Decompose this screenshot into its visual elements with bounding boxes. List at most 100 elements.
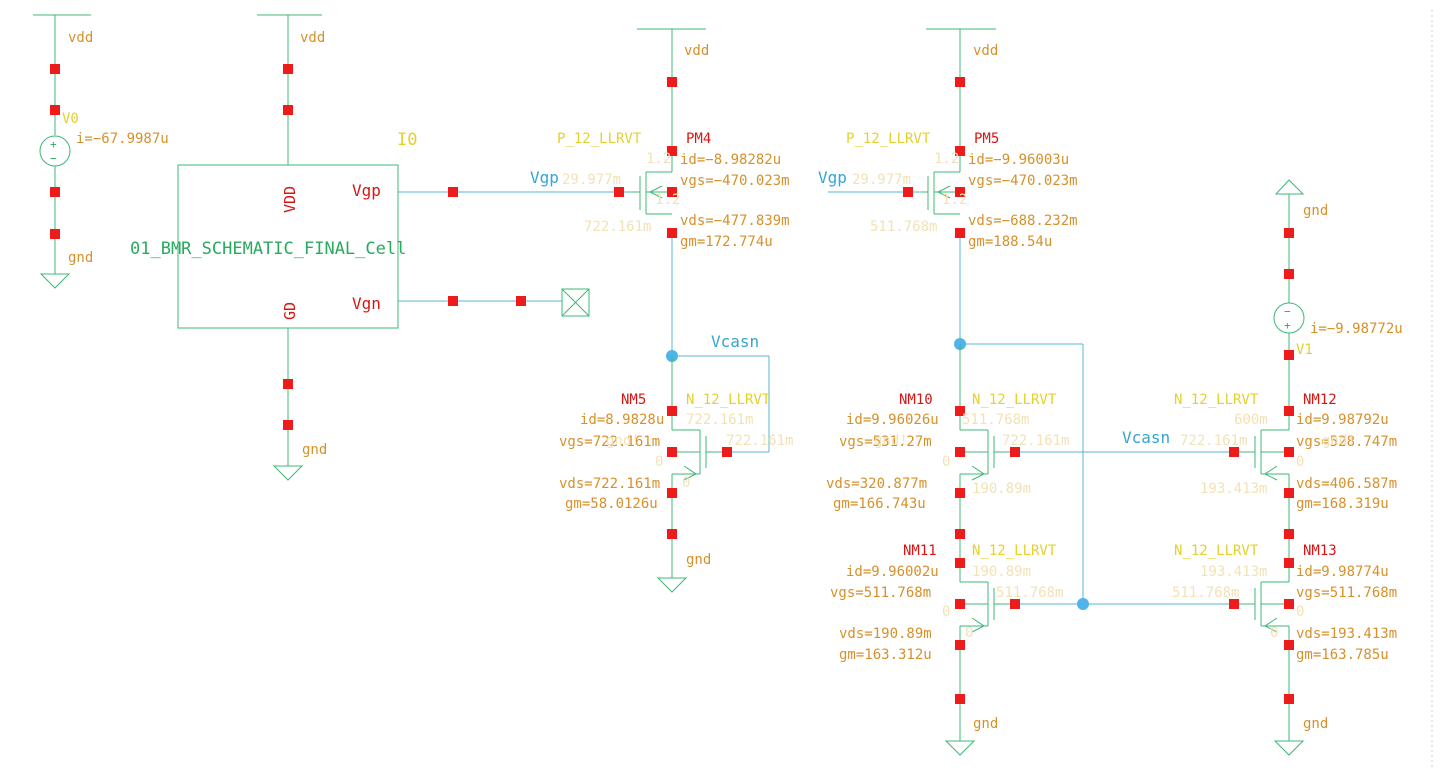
- nm10-ghost: 0: [942, 454, 950, 470]
- vcasn-net-left[interactable]: Vcasn: [666, 238, 770, 453]
- cell-pin[interactable]: [283, 64, 293, 74]
- nm10-vds: vds=320.877m: [826, 476, 927, 492]
- nm13-pin[interactable]: [1284, 558, 1294, 568]
- v0-pin[interactable]: [50, 64, 60, 74]
- vcasn-net-right[interactable]: Vcasn: [1020, 428, 1240, 453]
- v1-current: i=−9.98772u: [1310, 321, 1403, 337]
- cell-name: 01_BMR_SCHEMATIC_FINAL_Cell: [130, 239, 406, 259]
- nm13-device[interactable]: N_12_LLRVT NM13 id=9.98774u vgs=511.768m…: [1172, 543, 1397, 756]
- v1-pin[interactable]: [1284, 269, 1294, 279]
- pm4-vgs: vgs=−470.023m: [680, 173, 790, 189]
- junction-dot: [1077, 598, 1089, 610]
- nm12-vgs: vgs=528.747m: [1296, 434, 1397, 450]
- nm11-device[interactable]: NM11 N_12_LLRVT id=9.96002u vgs=511.768m…: [830, 543, 1063, 756]
- pm5-id: id=−9.96003u: [968, 152, 1069, 168]
- nm12-device[interactable]: N_12_LLRVT NM12 id=9.98792u vgs=528.747m…: [1174, 392, 1397, 582]
- pm5-pin[interactable]: [955, 187, 965, 197]
- nm11-pin[interactable]: [1010, 599, 1020, 609]
- nm12-vds: vds=406.587m: [1296, 476, 1397, 492]
- cell-instance[interactable]: vdd I0 01_BMR_SCHEMATIC_FINAL_Cell Vgp V…: [130, 14, 417, 481]
- vgp-wire[interactable]: Vgp: [398, 168, 630, 197]
- pm5-pin[interactable]: [955, 146, 965, 156]
- nm5-pin[interactable]: [667, 529, 677, 539]
- pm5-pin[interactable]: [903, 187, 913, 197]
- nm11-gnd-net: gnd: [973, 716, 998, 732]
- pm4-pin[interactable]: [667, 228, 677, 238]
- v0-source[interactable]: + − vdd V0 i=−67.9987u gnd: [33, 14, 169, 289]
- pm4-pin[interactable]: [667, 77, 677, 87]
- nm10-gm: gm=166.743u: [833, 496, 926, 512]
- nm12-pin[interactable]: [1229, 447, 1239, 457]
- pm5-model: P_12_LLRVT: [846, 131, 931, 147]
- wire-pin[interactable]: [448, 296, 458, 306]
- nm12-pin[interactable]: [1284, 447, 1294, 457]
- nm10-ghost: 511.768m: [962, 412, 1029, 428]
- net-label-vcasn-2: Vcasn: [1122, 428, 1170, 447]
- nm11-pin[interactable]: [955, 640, 965, 650]
- nm13-pin[interactable]: [1284, 640, 1294, 650]
- nm5-pin[interactable]: [667, 447, 677, 457]
- pm4-pin[interactable]: [614, 187, 624, 197]
- bias-net-lower[interactable]: [1020, 598, 1240, 610]
- pm5-ghost: 29.977m: [852, 172, 911, 188]
- vgn-noconn[interactable]: [398, 288, 590, 317]
- nm5-device[interactable]: NM5 N_12_LLRVT id=8.9828u vgs=722.161m v…: [559, 356, 793, 593]
- pm4-pin[interactable]: [667, 187, 677, 197]
- nm11-pin[interactable]: [955, 558, 965, 568]
- cell-pin[interactable]: [283, 379, 293, 389]
- pm4-device[interactable]: vdd P_12_LLRVT PM4 id=−8.98282u vgs=−470…: [557, 28, 790, 250]
- nm12-pin[interactable]: [1284, 406, 1294, 416]
- noconn-icon: [561, 288, 590, 317]
- nm12-pin[interactable]: [1284, 529, 1294, 539]
- nm10-pin[interactable]: [955, 406, 965, 416]
- nm5-name: NM5: [621, 392, 646, 408]
- wire-pin[interactable]: [516, 296, 526, 306]
- nm12-ghost: 722.161m: [1180, 433, 1247, 449]
- nm5-ghost: 0: [682, 475, 690, 491]
- nm13-vgs: vgs=511.768m: [1296, 585, 1397, 601]
- v0-pin[interactable]: [50, 229, 60, 239]
- nm13-pin[interactable]: [1284, 694, 1294, 704]
- nm12-pin[interactable]: [1284, 488, 1294, 498]
- nm13-pin[interactable]: [1229, 599, 1239, 609]
- nm10-ghost: 190.89m: [972, 481, 1031, 497]
- nm11-model: N_12_LLRVT: [972, 543, 1057, 559]
- v0-pin[interactable]: [50, 105, 60, 115]
- nm5-pin[interactable]: [667, 406, 677, 416]
- pm5-device[interactable]: Vgp vdd P_12_LLRVT PM5 id=−9.96003u vgs=…: [818, 28, 1078, 250]
- nm12-name: NM12: [1303, 392, 1337, 408]
- v1-name: V1: [1296, 342, 1313, 358]
- v0-pin[interactable]: [50, 187, 60, 197]
- nm5-pin[interactable]: [722, 447, 732, 457]
- nm11-ghost: 0: [965, 625, 973, 641]
- v0-bottom-net: gnd: [68, 250, 93, 266]
- nm13-name: NM13: [1303, 543, 1337, 559]
- nm13-pin[interactable]: [1284, 599, 1294, 609]
- nm10-model: N_12_LLRVT: [972, 392, 1057, 408]
- nm13-ghost: 193.413m: [1200, 564, 1267, 580]
- pm5-pin[interactable]: [955, 228, 965, 238]
- wire-pin[interactable]: [448, 187, 458, 197]
- nm10-pin[interactable]: [955, 447, 965, 457]
- nm13-ghost: 511.768m: [1172, 585, 1239, 601]
- v1-source[interactable]: − + gnd i=−9.98772u V1: [1273, 179, 1403, 430]
- nm11-pin[interactable]: [955, 694, 965, 704]
- pm4-pin[interactable]: [667, 146, 677, 156]
- nm11-pin[interactable]: [955, 599, 965, 609]
- pm4-vds: vds=−477.839m: [680, 213, 790, 229]
- nm5-pin[interactable]: [667, 488, 677, 498]
- nm10-device[interactable]: NM10 N_12_LLRVT id=9.96026u vgs=531.27m …: [826, 344, 1069, 582]
- nm10-pin[interactable]: [955, 529, 965, 539]
- nm10-pin[interactable]: [955, 488, 965, 498]
- nm10-pin[interactable]: [1010, 447, 1020, 457]
- nm11-name: NM11: [903, 543, 937, 559]
- pm5-pin[interactable]: [955, 77, 965, 87]
- cell-pin[interactable]: [283, 105, 293, 115]
- nm13-ghost: 0: [1296, 604, 1304, 620]
- nm10-ghost: gnd!: [874, 433, 908, 449]
- v1-pin[interactable]: [1284, 350, 1294, 360]
- v1-pin[interactable]: [1284, 228, 1294, 238]
- pm4-name: PM4: [686, 131, 711, 147]
- cell-pin[interactable]: [283, 420, 293, 430]
